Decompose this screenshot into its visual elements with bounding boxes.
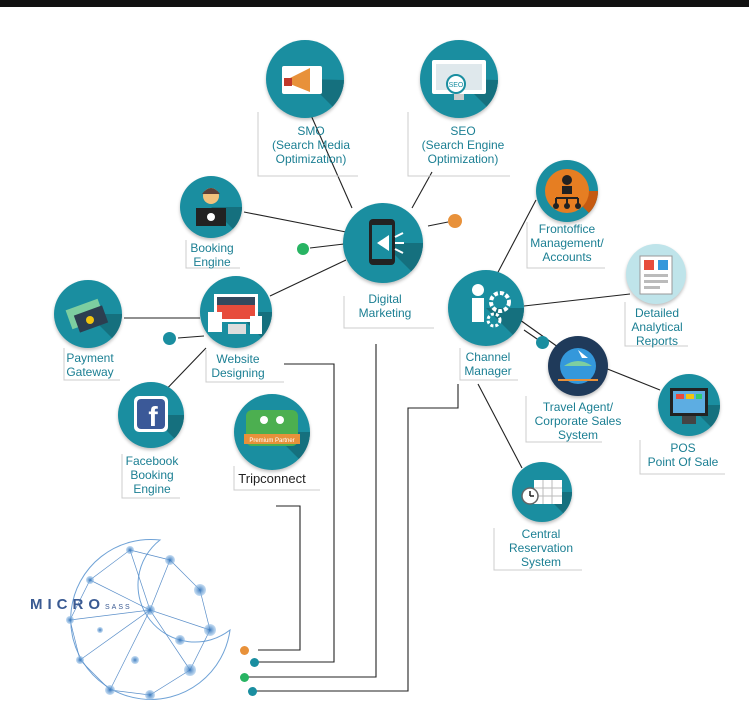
cash-card-icon (54, 280, 122, 348)
calendar-clock-icon (512, 462, 572, 522)
smartphone-megaphone-icon (343, 203, 423, 283)
org-chart-icon (536, 160, 598, 222)
report-charts-icon (626, 244, 686, 304)
network-globe-icon (66, 538, 231, 700)
gears-person-icon (448, 270, 524, 346)
facebook-icon: f (118, 382, 184, 448)
pos-terminal-icon (658, 374, 720, 436)
top-bar (0, 0, 749, 7)
accent-dot-green (297, 243, 309, 255)
accent-dot-orange (448, 214, 462, 228)
tripconnect-badge-icon: Premium Partner (234, 394, 310, 470)
seo-monitor-icon: SEO (420, 40, 498, 118)
receptionist-icon (180, 176, 242, 238)
accent-dot-teal-2 (536, 336, 549, 349)
end-dot-orange (240, 646, 249, 655)
brand-logo: MICROSASS (30, 596, 132, 613)
svg-text:SEO: SEO (449, 82, 464, 89)
end-dot-teal-2 (248, 687, 257, 696)
megaphone-icon (266, 40, 344, 118)
end-dot-teal (250, 658, 259, 667)
accent-dot-teal (163, 332, 176, 345)
globe-airplane-icon (548, 336, 608, 396)
svg-text:f: f (148, 401, 158, 432)
responsive-devices-icon (200, 276, 272, 348)
tripconnect-label: Tripconnect (238, 471, 306, 486)
svg-text:Premium Partner: Premium Partner (249, 438, 294, 444)
end-dot-green (240, 673, 249, 682)
